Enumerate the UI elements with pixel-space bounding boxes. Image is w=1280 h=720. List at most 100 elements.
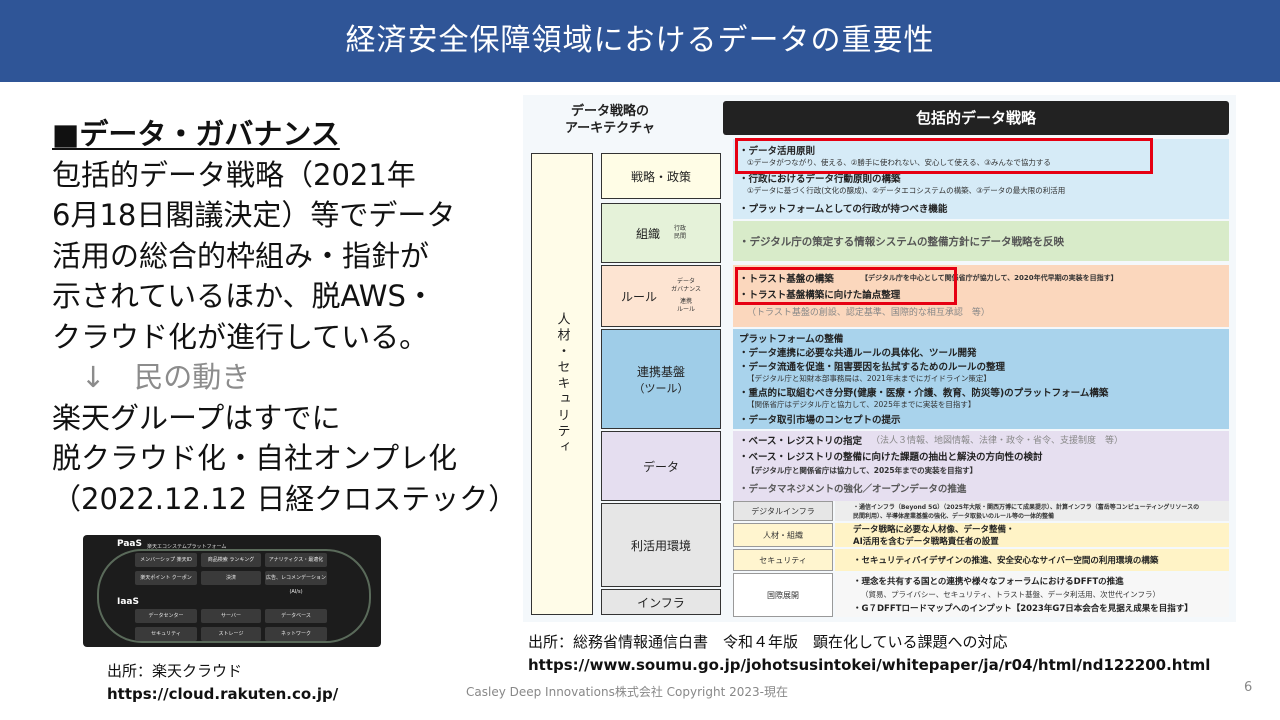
body-line: 示されているほか、脱AWS・ (52, 276, 492, 317)
panel-digital-agency: ・デジタル庁の策定する情報システムの整備方針にデータ戦略を反映 (733, 221, 1229, 261)
row-label: 連携基盤 (637, 363, 685, 380)
body-line: 活用の総合的枠組み・指針が (52, 236, 492, 277)
data-governance-heading: ■データ・ガバナンス (52, 114, 492, 155)
body-line: クラウド化が進行している。 (52, 317, 492, 358)
highlight-box (735, 138, 1153, 174)
cat-international: 国際展開 (733, 573, 833, 617)
cat-jinzai-soshiki: 人材・組織 (733, 523, 833, 547)
title-bar: 経済安全保障領域におけるデータの重要性 (0, 0, 1280, 82)
source-soumu: 出所：総務省情報通信白書 令和４年版 顕在化している課題への対応 https:/… (528, 631, 1210, 677)
cat-security: セキュリティ (733, 549, 833, 571)
paas-cell: 決済 (201, 571, 261, 585)
panel-platform: プラットフォームの整備 ・データ連携に必要な共通ルールの具体化、ツール開発 ・デ… (733, 329, 1229, 429)
row-senryaku: 戦略・政策 (601, 153, 721, 199)
paas-cell: アナリティクス・最適化 (ROP) (265, 553, 327, 567)
cat-digital-infra: デジタルインフラ (733, 501, 833, 521)
panel-jinzai-soshiki: データ戦略に必要な人材像、データ整備・ AI活用を含むデータ戦略責任者の設置 (835, 523, 1229, 547)
row-label: ルール (621, 288, 657, 305)
body-line: 脱クラウド化・自社オンプレ化 (52, 438, 492, 479)
panel-item: ・データ取引市場のコンセプトの提示 (739, 412, 901, 426)
body-line: （2022.12.12 日経クロステック） (52, 479, 492, 520)
panel-subitem: （貿易、プライバシー、セキュリティ、トラスト基盤、データ利活用、次世代インフラ） (861, 589, 1160, 600)
body-line: 6月18日閣議決定）等でデータ (52, 195, 492, 236)
slide-title: 経済安全保障領域におけるデータの重要性 (0, 0, 1280, 82)
iaas-cell: データベース (265, 609, 327, 623)
source-label: 出所：総務省情報通信白書 令和４年版 顕在化している課題への対応 (528, 631, 1210, 654)
panel-subitem: 【関係省庁はデジタル庁と協力して、2025年までに実装を目指す】 (747, 399, 975, 410)
row-riyou: 利活用環境 (601, 503, 721, 587)
row-sublabels: データ ガバナンス 連携 ルール (671, 278, 701, 314)
row-sublabel: ルール (671, 306, 701, 314)
architecture-title-line: データ戦略の (535, 103, 685, 120)
panel-security: ・セキュリティバイデザインの推進、安全安心なサイバー空間の利用環境の構築 (835, 549, 1229, 571)
body-line: 包括的データ戦略（2021年 (52, 155, 492, 196)
panel-base-registry: ・ベース・レジストリの指定 （法人３情報、地図情報、法律・政令・省令、支援制度 … (733, 431, 1229, 501)
row-sublabel: （ツール） (634, 380, 689, 396)
data-strategy-figure: データ戦略の アーキテクチャ 包括的データ戦略 人材・セキュリティ 戦略・政策 … (523, 95, 1236, 622)
panel-subitem: 【デジタル庁と知財本部事務局は、2021年末までにガイドライン策定】 (747, 373, 991, 384)
panel-item: ・データ流通を促進・阻害要因を払拭するためのルールの整理 (739, 359, 1005, 373)
panel-item: ・プラットフォームとしての行政が持つべき機能 (739, 201, 947, 215)
paas-sublabel: 楽天エコシステムプラットフォーム (147, 543, 226, 550)
row-sublabel: 連携 (671, 298, 701, 306)
panel-international: ・理念を共有する国との連携や様々なフォーラムにおけるDFFTの推進 （貿易、プラ… (835, 573, 1229, 617)
row-sublabel: 行政 (674, 225, 686, 233)
panel-item: ・セキュリティバイデザインの推進、安全安心なサイバー空間の利用環境の構築 (853, 554, 1158, 566)
row-rule: ルール データ ガバナンス 連携 ルール (601, 265, 721, 327)
source-url: https://www.soumu.go.jp/johotsusintokei/… (528, 654, 1210, 677)
rakuten-cloud-figure: PaaS 楽天エコシステムプラットフォーム メンバーシップ 楽天ID 商品検索 … (83, 535, 381, 647)
row-label: 利活用環境 (631, 537, 691, 554)
body-line: 楽天グループはすでに (52, 398, 492, 439)
row-infra: インフラ (601, 589, 721, 615)
row-label: 組織 (636, 225, 660, 242)
panel-item: プラットフォームの整備 (739, 331, 843, 345)
panel-subitem: 民間利用）、半導体産業基盤の強化、データ取扱いのルール等の一体的整備 (853, 511, 1054, 520)
iaas-cell: ストレージ (201, 627, 261, 641)
row-sublabel: 民間 (674, 233, 686, 241)
row-label: インフラ (637, 594, 685, 611)
panel-item: ・デジタル庁の策定する情報システムの整備方針にデータ戦略を反映 (739, 234, 1064, 249)
row-label: 戦略・政策 (631, 168, 691, 185)
paas-cell: 広告、レコメンデーション (AI/s) (265, 571, 327, 585)
row-sublabel: ガバナンス (671, 286, 701, 294)
panel-item: ・重点的に取組むべき分野(健康・医療・介護、教育、防災等)のプラットフォーム構築 (739, 385, 1108, 399)
panel-subitem: ・通信インフラ（Beyond 5G）（2025年大阪・関西万博にて成果提示）、計… (853, 502, 1199, 511)
paas-cell: 商品検索 ランキング (201, 553, 261, 567)
architecture-title-line: アーキテクチャ (535, 120, 685, 137)
panel-item: ・ベース・レジストリの整備に向けた課題の抽出と解決の方向性の検討 (739, 449, 1043, 463)
source-rakuten: 出所：楽天クラウド https://cloud.rakuten.co.jp/ (107, 660, 338, 706)
paas-cell: メンバーシップ 楽天ID (135, 553, 197, 567)
row-sublabel: データ (671, 278, 701, 286)
row-renkei: 連携基盤 （ツール） (601, 329, 721, 429)
panel-item: ・データマネジメントの強化／オープンデータの推進 (739, 481, 966, 495)
iaas-cell: サーバー (201, 609, 261, 623)
row-data: データ (601, 431, 721, 501)
private-sector-movement: ↓ 民の動き (52, 357, 492, 398)
jinzai-label: 人材・セキュリティ (531, 153, 593, 615)
copyright-footer: Casley Deep Innovations株式会社 Copyright 20… (466, 683, 788, 700)
paas-cell: 楽天ポイント クーポン (135, 571, 197, 585)
iaas-cell: セキュリティ (135, 627, 197, 641)
iaas-label: IaaS (117, 597, 139, 607)
panel-item: ・G７DFFTロードマップへのインプット【2023年G7日本会合を見据え成果を目… (853, 602, 1193, 614)
panel-subitem: 【デジタル庁と関係省庁は協力して、2025年までの実装を目指す】 (747, 465, 977, 476)
source-url: https://cloud.rakuten.co.jp/ (107, 683, 338, 706)
strategy-heading: 包括的データ戦略 (723, 101, 1229, 135)
row-sublabels: 行政 民間 (674, 225, 686, 241)
panel-subitem: （トラスト基盤の創設、認定基準、国際的な相互承認 等） (747, 305, 990, 318)
panel-digital-infra: ・通信インフラ（Beyond 5G）（2025年大阪・関西万博にて成果提示）、計… (835, 501, 1229, 521)
row-label: データ (643, 458, 679, 475)
left-text-block: ■データ・ガバナンス 包括的データ戦略（2021年 6月18日閣議決定）等でデー… (52, 114, 492, 519)
highlight-box (735, 267, 957, 305)
architecture-title: データ戦略の アーキテクチャ (535, 103, 685, 137)
panel-item: データ戦略に必要な人材像、データ整備・ (853, 523, 1015, 535)
source-label: 出所：楽天クラウド (107, 660, 338, 683)
row-soshiki: 組織 行政 民間 (601, 203, 721, 263)
panel-subitem: ①データに基づく行政(文化の醸成)、②データエコシステムの構築、③データの最大限… (747, 185, 1065, 196)
panel-subitem: （法人３情報、地図情報、法律・政令・省令、支援制度 等） (871, 433, 1123, 446)
panel-item: ・理念を共有する国との連携や様々なフォーラムにおけるDFFTの推進 (853, 575, 1124, 587)
page-number: 6 (1244, 680, 1252, 695)
panel-item: AI活用を含むデータ戦略責任者の設置 (853, 535, 999, 547)
iaas-cell: ネットワーク (265, 627, 327, 641)
panel-item: ・データ連携に必要な共通ルールの具体化、ツール開発 (739, 345, 977, 359)
